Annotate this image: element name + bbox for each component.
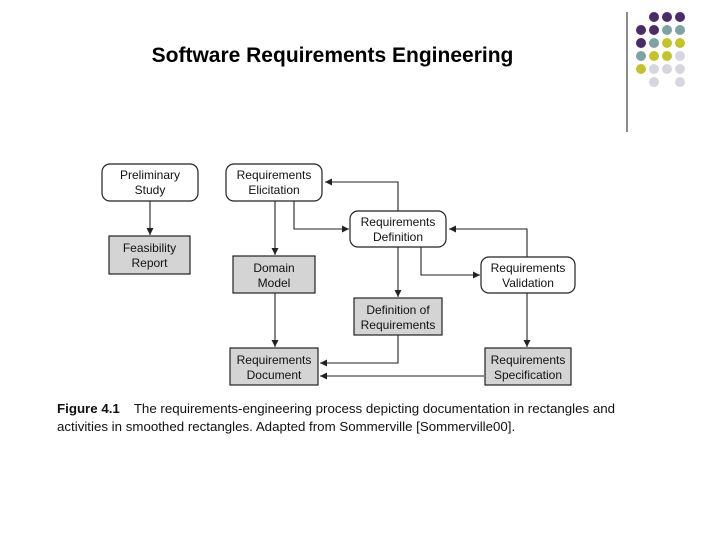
connector-elicitation-to-definition [293, 201, 349, 233]
preliminary-study-label-line-1: Preliminary [120, 168, 180, 182]
requirements-document-label-line-1: Requirements [237, 353, 312, 367]
decorative-dot [636, 25, 646, 35]
decorative-dot [662, 64, 672, 74]
decorative-dot [662, 51, 672, 61]
slide-title: Software Requirements Engineering [151, 44, 514, 67]
definition-of-requirements-label-line-2: Requirements [361, 318, 436, 332]
preliminary-study-label-line-2: Study [135, 183, 166, 197]
decorative-dot-grid [636, 12, 685, 87]
domain-model-label-line-1: Domain [253, 261, 294, 275]
requirements-specification-label-line-2: Specification [494, 368, 562, 382]
decorative-dot [649, 64, 659, 74]
decorative-dot [649, 77, 659, 87]
decorative-dot [636, 38, 646, 48]
connector-validation-to-definition [449, 225, 528, 257]
validation-label-line-1: Requirements [491, 261, 566, 275]
domain-model-label-line-2: Model [258, 276, 291, 290]
decorative-dot [675, 25, 685, 35]
decorative-dot [636, 64, 646, 74]
decorative-dot [675, 12, 685, 22]
decorative-dot [636, 51, 646, 61]
requirements-document-label-line-2: Document [247, 368, 302, 382]
decorative-dot [662, 25, 672, 35]
document-node-requirements-specification: Requirements Specification [484, 347, 572, 386]
activity-node-requirements-validation: Requirements Validation [480, 256, 576, 294]
connector-definition-doc-to-document [320, 335, 399, 367]
feasibility-report-label-line-2: Report [131, 256, 168, 270]
decorative-dot [649, 25, 659, 35]
requirements-specification-label-line-1: Requirements [491, 353, 566, 367]
validation-label-line-2: Validation [502, 276, 554, 290]
connector-definition-to-validation [420, 247, 480, 279]
elicitation-label-line-1: Requirements [237, 168, 312, 182]
diagram-connectors [146, 178, 531, 380]
decorative-dot [675, 38, 685, 48]
activity-node-requirements-definition: Requirements Definition [349, 210, 447, 248]
figure-caption-text: The requirements-engineering process dep… [57, 401, 616, 434]
document-node-definition-of-requirements: Definition of Requirements [353, 297, 443, 336]
elicitation-label-line-2: Elicitation [248, 183, 299, 197]
decorative-dot [675, 64, 685, 74]
decorative-dot [675, 51, 685, 61]
figure-caption-label: Figure 4.1 [57, 401, 120, 416]
decorative-dot [649, 38, 659, 48]
decorative-divider [626, 12, 628, 132]
decorative-dot [649, 12, 659, 22]
document-node-requirements-document: Requirements Document [229, 347, 319, 386]
activity-node-preliminary-study: Preliminary Study [101, 163, 199, 202]
decorative-dot [649, 51, 659, 61]
feasibility-report-label-line-1: Feasibility [123, 241, 176, 255]
decorative-dot [675, 77, 685, 87]
connector-definition-to-elicitation [325, 178, 399, 211]
definition-label-line-2: Definition [373, 230, 423, 244]
document-node-domain-model: Domain Model [232, 255, 316, 294]
activity-node-requirements-elicitation: Requirements Elicitation [225, 163, 323, 202]
document-node-feasibility-report: Feasibility Report [108, 235, 191, 275]
definition-of-requirements-label-line-1: Definition of [366, 303, 430, 317]
definition-label-line-1: Requirements [361, 215, 436, 229]
decorative-dot [662, 38, 672, 48]
decorative-dot [662, 12, 672, 22]
